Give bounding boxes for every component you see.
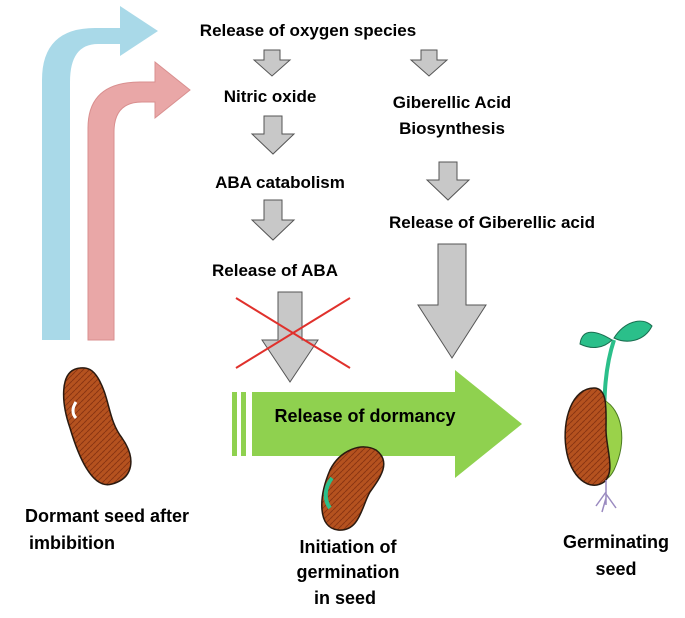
caption-initiation-line2: germination	[296, 562, 399, 582]
arrow-ros-to-no	[252, 49, 292, 77]
caption-initiation-line3: in seed	[314, 588, 376, 608]
arrow-ros-to-ga-biosynthesis	[409, 49, 449, 77]
arrow-aba-catabolism-to-release	[250, 199, 296, 241]
arrow-aba-release-to-dormancy	[261, 291, 319, 383]
dormant-seed	[62, 367, 132, 486]
initiation-seed	[321, 446, 385, 531]
caption-dormant-seed-line2: imbibition	[29, 533, 115, 553]
label-release-of-aba: Release of ABA	[212, 261, 338, 280]
germinating-seed	[564, 320, 653, 513]
blue-curved-arrow	[42, 6, 158, 340]
block-cross	[235, 297, 351, 369]
label-nitric-oxide: Nitric oxide	[224, 87, 317, 106]
caption-initiation-line1: Initiation of	[300, 537, 398, 557]
label-giberellic-acid-biosynthesis-line2: Biosynthesis	[399, 119, 505, 138]
label-aba-catabolism: ABA catabolism	[215, 173, 345, 192]
label-release-of-giberellic-acid: Release of Giberellic acid	[389, 213, 595, 232]
arrow-ga-release-to-dormancy	[417, 243, 487, 359]
release-of-dormancy-arrow	[232, 370, 522, 478]
label-release-of-dormancy: Release of dormancy	[274, 406, 455, 426]
caption-dormant-seed-line1: Dormant seed after	[25, 506, 189, 526]
label-giberellic-acid-biosynthesis-line1: Giberellic Acid	[393, 93, 511, 112]
caption-germinating-line1: Germinating	[563, 532, 669, 552]
caption-germinating-line2: seed	[595, 559, 636, 579]
arrow-ga-biosynthesis-to-release	[425, 161, 471, 201]
arrow-no-to-aba-catabolism	[250, 115, 296, 155]
label-release-of-oxygen-species: Release of oxygen species	[200, 21, 416, 40]
red-curved-arrow	[87, 60, 191, 341]
